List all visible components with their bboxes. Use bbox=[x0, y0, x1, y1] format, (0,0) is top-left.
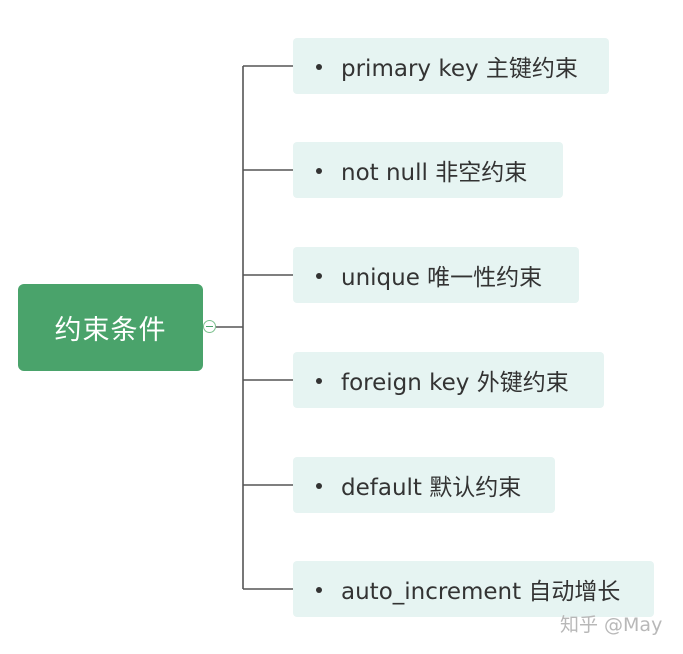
bullet-icon bbox=[316, 378, 322, 384]
subtopic-auto-increment[interactable]: auto_increment 自动增长 bbox=[293, 561, 654, 617]
bullet-icon bbox=[316, 587, 322, 593]
subtopic-label: unique 唯一性约束 bbox=[341, 265, 543, 291]
subtopic-primary-key[interactable]: primary key 主键约束 bbox=[293, 38, 609, 94]
bullet-icon bbox=[316, 64, 322, 70]
bullet-icon bbox=[316, 168, 322, 174]
watermark-text: 知乎 @May bbox=[560, 614, 663, 636]
subtopic-label: auto_increment 自动增长 bbox=[341, 579, 621, 605]
subtopic-default[interactable]: default 默认约束 bbox=[293, 457, 555, 513]
subtopic-label: primary key 主键约束 bbox=[341, 56, 578, 82]
subtopic-foreign-key[interactable]: foreign key 外键约束 bbox=[293, 352, 604, 408]
root-topic-node[interactable]: 约束条件 bbox=[18, 284, 203, 371]
root-topic-label: 约束条件 bbox=[54, 315, 167, 346]
subtopic-not-null[interactable]: not null 非空约束 bbox=[293, 142, 563, 198]
collapse-toggle-icon[interactable] bbox=[203, 320, 216, 333]
subtopic-label: not null 非空约束 bbox=[341, 160, 528, 186]
subtopic-label: foreign key 外键约束 bbox=[341, 370, 569, 396]
bullet-icon bbox=[316, 483, 322, 489]
subtopic-unique[interactable]: unique 唯一性约束 bbox=[293, 247, 579, 303]
subtopic-label: default 默认约束 bbox=[341, 475, 522, 501]
bullet-icon bbox=[316, 273, 322, 279]
